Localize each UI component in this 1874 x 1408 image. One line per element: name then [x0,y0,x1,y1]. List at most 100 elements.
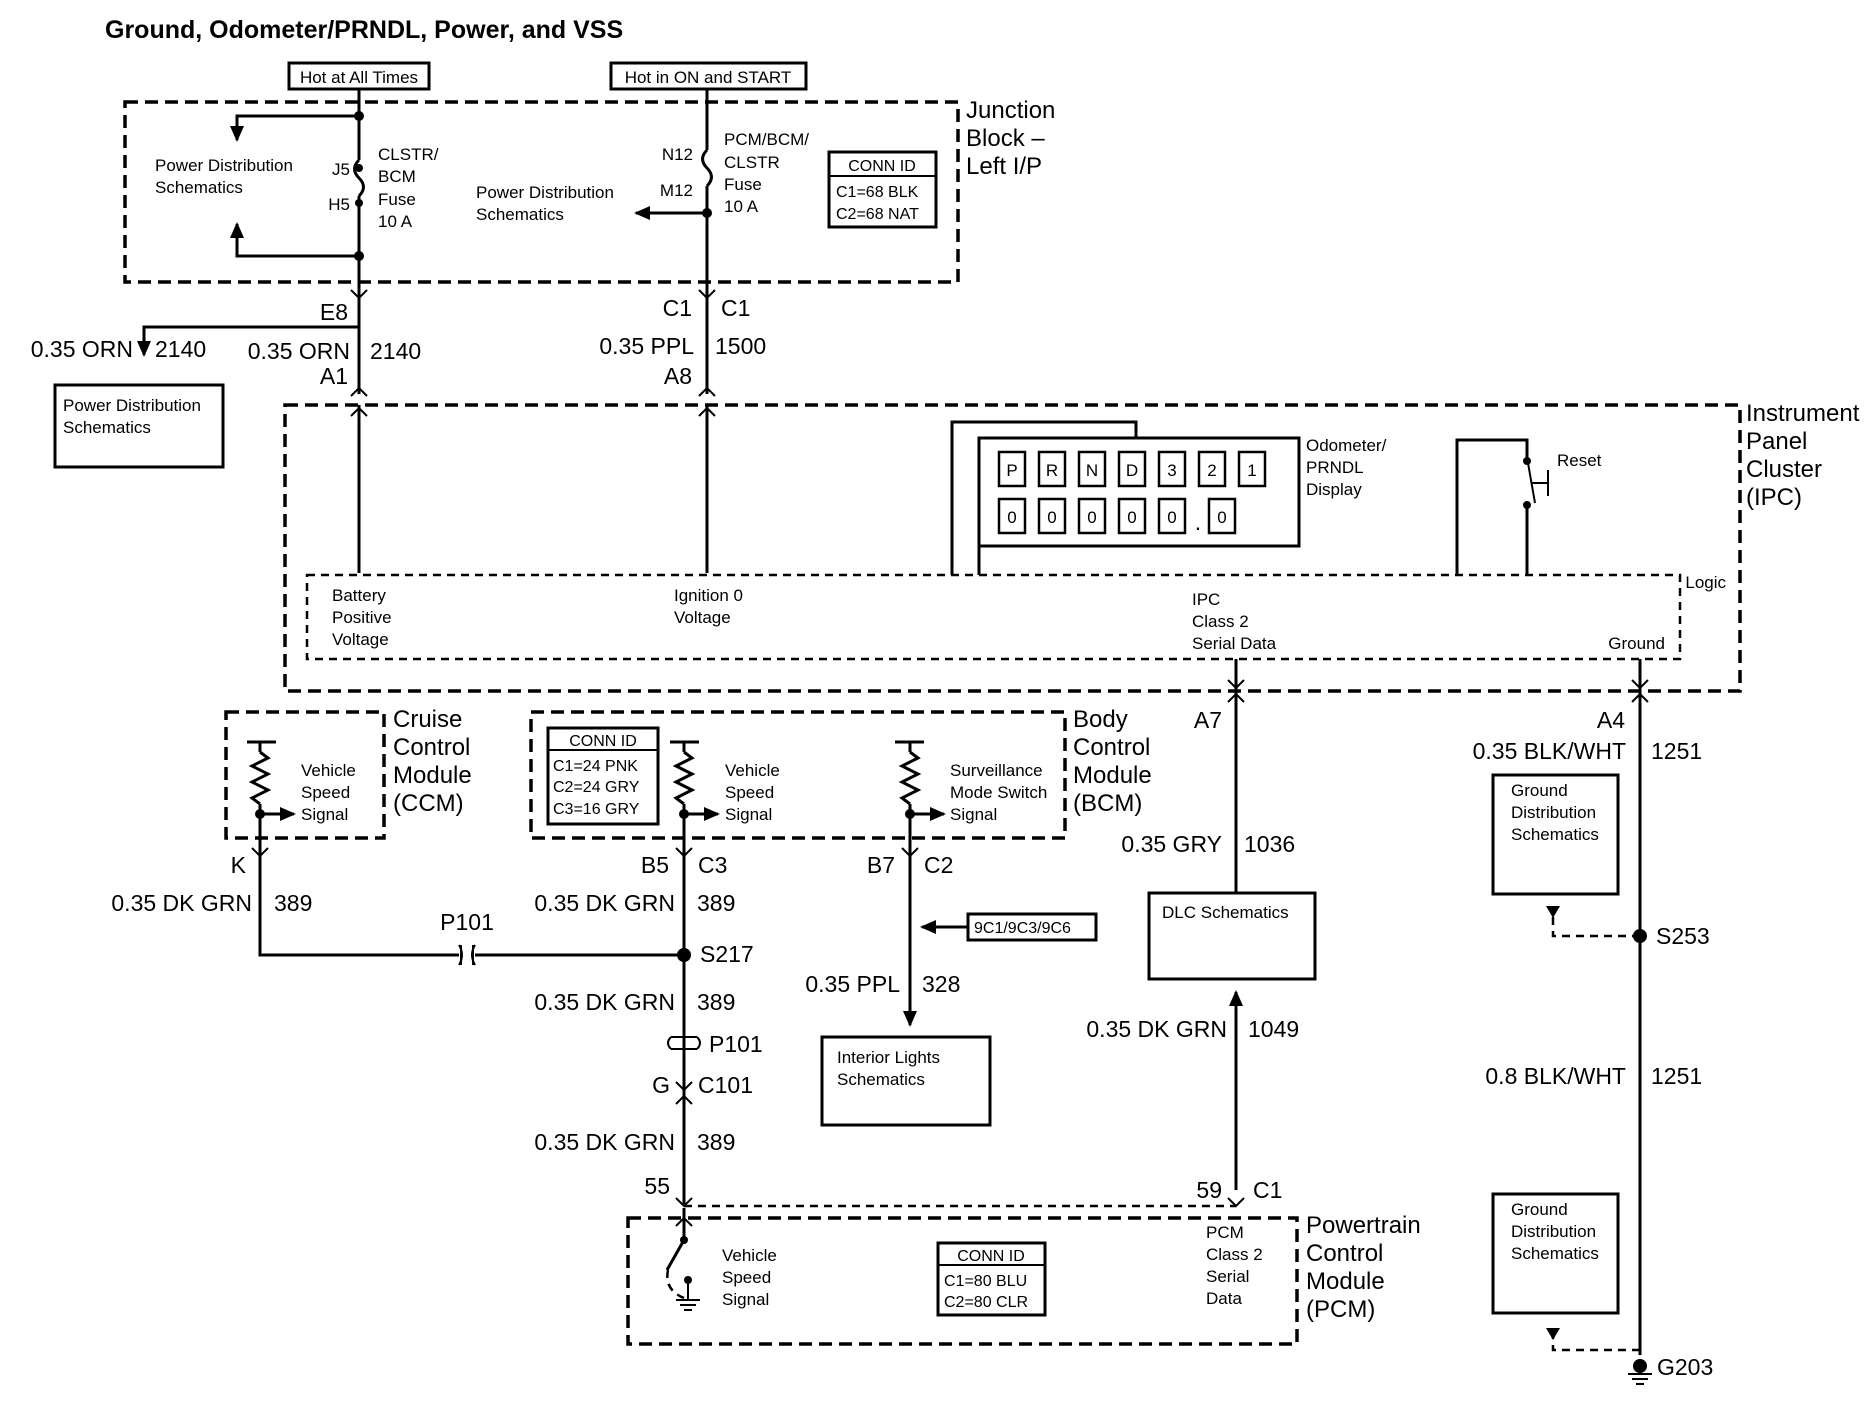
w1036-circuit: 1036 [1244,831,1295,857]
w328-color: 0.35 PPL [805,971,900,997]
power-dist-bottom-1: Power Distribution [63,396,201,415]
display-label-1: Odometer/ [1306,436,1387,455]
pin-b7: B7 [867,852,895,878]
w1036-color: 0.35 GRY [1121,831,1222,857]
pcm-conn-id-box [936,1241,1047,1317]
pin-m12: M12 [660,181,693,200]
interior-lights-2: Schematics [837,1070,925,1089]
bcm-label-4: (BCM) [1073,790,1142,817]
fuse-right-2: CLSTR [724,153,780,172]
fuse-right-4: 10 A [724,197,759,216]
bcm-vss-2: Speed [725,783,774,802]
gnd-w2-circuit: 1251 [1651,1063,1702,1089]
junction-block-box [123,100,960,284]
pin-a8: A8 [664,363,692,389]
ipc-label-1: Instrument [1746,400,1860,427]
battery-voltage-1: Battery [332,586,386,605]
bcm-vss-resistor-symbol [672,750,696,806]
s253-label: S253 [1656,923,1710,949]
power-dist-bottom-2: Schematics [63,418,151,437]
pcm-label-3: Module [1306,1268,1385,1295]
wire-ppl-circuit: 1500 [715,333,766,359]
gnd-w2-color: 0.8 BLK/WHT [1485,1063,1626,1089]
ipc-label-2: Panel [1746,428,1807,455]
prndl-r: R [1046,461,1058,480]
ignition-voltage-1: Ignition 0 [674,586,743,605]
w389c-circuit: 389 [697,1129,735,1155]
bcm-surv-1: Surveillance [950,761,1043,780]
prndl-2-cell [1197,450,1227,488]
pin-j5: J5 [332,160,350,179]
pcm-conn-id-title: CONN ID [957,1248,1025,1265]
power-dist-mid-1: Power Distribution [476,183,614,202]
prndl-1-cell [1237,450,1267,488]
bcm-label-1: Body [1073,706,1128,733]
fuse-pcm-bcm-clstr-symbol [701,148,713,188]
fuse-left-2: BCM [378,167,416,186]
ipc-box [283,403,1742,693]
battery-voltage-3: Voltage [332,630,389,649]
pin-c101: C101 [698,1072,753,1098]
bcm-surv-resistor-symbol [898,750,922,806]
jb-conn-id-2: C2=68 NAT [836,206,919,223]
bcm-label-3: Module [1073,762,1152,789]
prndl-n-cell [1077,450,1107,488]
ccm-label-4: (CCM) [393,790,464,817]
bcm-conn-id-3: C3=16 GRY [553,801,640,818]
pcm-conn-id-2: C2=80 CLR [944,1294,1028,1311]
w389c-color: 0.35 DK GRN [534,1129,675,1155]
junction-block-label-3: Left I/P [966,153,1042,180]
wire-orn-left-color: 0.35 ORN [31,336,133,362]
odometer-digit-2: 0 [1047,508,1056,527]
prndl-3-cell [1157,450,1187,488]
ipc-label-3: Cluster [1746,456,1822,483]
power-dist-left-2: Schematics [155,178,243,197]
g203-label: G203 [1657,1354,1713,1380]
w389b-circuit: 389 [697,989,735,1015]
gnd-dist-top-2: Distribution [1511,803,1596,822]
reset-label: Reset [1557,451,1602,470]
fuse-left-4: 10 A [378,212,413,231]
pcm-box [626,1216,1299,1346]
gnd-dist-bottom-box [1491,1192,1620,1315]
junction-block-label-2: Block – [966,125,1045,152]
prndl-2: 2 [1207,461,1216,480]
interior-lights-box [820,1035,992,1127]
ipc-ground-label: Ground [1608,634,1665,653]
odometer-digit-6: 0 [1217,508,1226,527]
wire-orn-left-circuit: 2140 [155,336,206,362]
ipc-serial-1: IPC [1192,590,1220,609]
pin-c1-right: C1 [721,295,750,321]
logic-box [305,573,1682,661]
gnd-w1-color: 0.35 BLK/WHT [1473,738,1626,764]
pin-c1-left: C1 [663,295,692,321]
junction-block-label-1: Junction [966,97,1055,124]
pin-g: G [652,1072,670,1098]
pcm-signal-3: Signal [722,1290,769,1309]
gnd-w1-circuit: 1251 [1651,738,1702,764]
pcm-label-1: Powertrain [1306,1212,1421,1239]
prndl-r-cell [1037,450,1067,488]
pin-c2: C2 [924,852,953,878]
ccm-label-1: Cruise [393,706,462,733]
fuse-left-1: CLSTR/ [378,145,439,164]
splice-s253 [1633,929,1647,943]
odometer-digit-3-cell [1077,497,1107,535]
pcm-serial-3: Serial [1206,1267,1249,1286]
p101-inline-label: P101 [709,1031,763,1057]
pin-a4: A4 [1597,707,1625,733]
gnd-dist-top-3: Schematics [1511,825,1599,844]
display-label-2: PRNDL [1306,458,1364,477]
pin-e8: E8 [320,299,348,325]
page-title: Ground, Odometer/PRNDL, Power, and VSS [105,16,623,44]
pin-h5: H5 [328,195,350,214]
w389a-circuit: 389 [697,890,735,916]
pcm-vss-switch-symbol [665,1208,700,1311]
odometer-digit-1-cell [997,497,1027,535]
jb-conn-id-1: C1=68 BLK [836,184,919,201]
hot-all-times-label: Hot at All Times [300,68,418,87]
pcm-signal-1: Vehicle [722,1246,777,1265]
battery-voltage-2: Positive [332,608,392,627]
